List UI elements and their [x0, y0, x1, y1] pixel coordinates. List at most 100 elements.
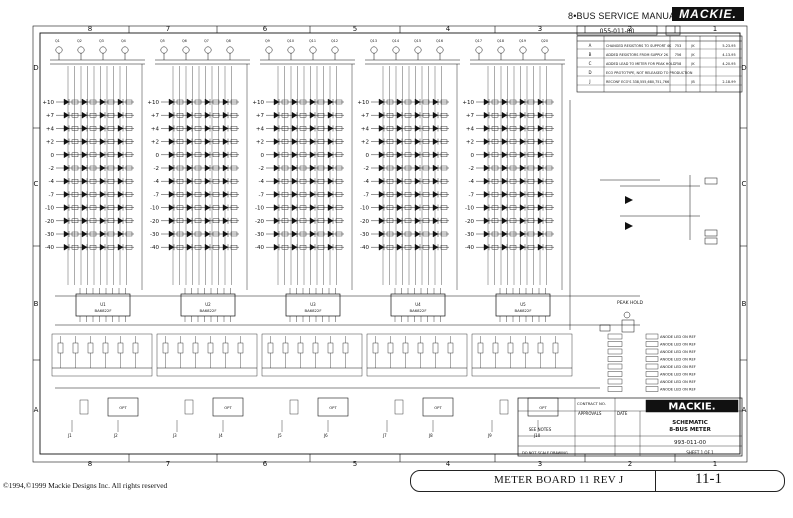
- led-symbol: [63, 177, 70, 185]
- resistor-symbol: [230, 112, 238, 118]
- resistor-symbol: [527, 99, 535, 105]
- rev-desc: RECONF ECO'S 338,555,680,751,766: [606, 80, 669, 84]
- resistor-symbol: [71, 192, 79, 197]
- peak-hold-switch-body: [621, 319, 635, 333]
- led-symbol: [273, 138, 280, 145]
- peak-hold-switch: [623, 311, 631, 319]
- led-scale-label: -10: [360, 206, 369, 212]
- led-symbol: [63, 164, 70, 172]
- resistor-symbol: [317, 99, 325, 105]
- input-jack: J6: [323, 433, 328, 438]
- resistor-symbol: [422, 231, 430, 237]
- led-symbol: [327, 151, 334, 159]
- resistor-symbol: [89, 99, 97, 105]
- rev-letter: B: [589, 52, 592, 57]
- led-symbol: [63, 204, 70, 211]
- resistor-symbol: [212, 165, 220, 171]
- resistor-symbol: [176, 178, 184, 184]
- resistor-symbol: [404, 218, 412, 224]
- resistor-symbol: [71, 152, 79, 158]
- led-symbol: [396, 217, 403, 225]
- led-note-box: [607, 333, 623, 340]
- resistor-symbol: [386, 244, 394, 250]
- connector: [599, 324, 611, 332]
- resistor-symbol: [404, 152, 412, 158]
- zone-label-top: 8: [88, 25, 92, 33]
- opto-ref: OPT: [539, 405, 547, 410]
- resistor-symbol: [447, 342, 454, 354]
- led-symbol: [537, 151, 544, 159]
- driver-ic: [495, 293, 551, 317]
- resistor-symbol: [192, 342, 199, 354]
- resistor-symbol: [281, 192, 289, 197]
- driver-ic-ref: U5: [520, 302, 526, 307]
- zone-label-top: 2: [628, 25, 632, 33]
- rev-desc: ECO PROTOTYPE, NOT RELEASED TO PRODUCTIO…: [606, 71, 693, 75]
- transistor-ref: Q12: [331, 39, 338, 43]
- resistor-symbol: [491, 231, 499, 237]
- resistor-symbol: [71, 112, 79, 118]
- transistor-symbol: [265, 46, 273, 54]
- resistor-symbol: [125, 231, 133, 237]
- resistor-symbol: [125, 165, 133, 171]
- output-connector: [704, 177, 718, 185]
- led-symbol: [117, 151, 124, 159]
- resistor-symbol: [417, 342, 424, 354]
- led-symbol: [432, 138, 439, 145]
- led-symbol: [309, 151, 316, 159]
- led-symbol: [273, 177, 280, 185]
- led-symbol: [483, 98, 490, 106]
- led-symbol: [414, 177, 421, 185]
- transistor-ref: Q19: [519, 39, 526, 43]
- led-scale-label: +10: [252, 100, 264, 106]
- resistor-symbol: [440, 99, 448, 105]
- led-symbol: [168, 243, 175, 251]
- transistor-symbol: [392, 46, 400, 54]
- led-symbol: [222, 138, 229, 145]
- resistor-symbol: [194, 139, 202, 144]
- resistor-symbol: [491, 178, 499, 184]
- led-symbol: [432, 151, 439, 159]
- channel-support-box: [366, 333, 468, 377]
- resistor-symbol: [71, 244, 79, 250]
- resistor-symbol: [194, 192, 202, 197]
- resistor-symbol: [176, 99, 184, 105]
- resistor-symbol: [281, 152, 289, 158]
- resistor-symbol: [89, 244, 97, 250]
- led-symbol: [273, 125, 280, 132]
- resistor-symbol: [386, 126, 394, 131]
- resistor-symbol: [71, 218, 79, 224]
- led-symbol: [378, 191, 385, 198]
- led-symbol: [414, 111, 421, 119]
- resistor-symbol: [386, 165, 394, 171]
- resistor-symbol: [107, 152, 115, 158]
- led-symbol: [483, 125, 490, 132]
- led-note-box: [645, 333, 659, 340]
- led-symbol: [222, 151, 229, 159]
- zone-label-bottom: 8: [88, 460, 92, 468]
- led-scale-label: +7: [256, 113, 265, 119]
- led-note-box: [645, 356, 659, 362]
- led-symbol: [99, 125, 106, 132]
- led-symbol: [396, 243, 403, 251]
- led-symbol: [432, 243, 439, 251]
- resistor-symbol: [491, 192, 499, 197]
- outer-border: [39, 32, 741, 455]
- resistor-symbol: [299, 99, 307, 105]
- resistor-symbol: [230, 205, 238, 210]
- led-symbol: [414, 243, 421, 251]
- resistor-symbol: [404, 112, 412, 118]
- resistor-symbol: [527, 192, 535, 197]
- resistor-symbol: [281, 244, 289, 250]
- opto-coupler: [317, 397, 349, 417]
- transistor-ref: Q6: [182, 39, 187, 43]
- tb-company: MACKIE.: [668, 402, 715, 413]
- led-symbol: [186, 230, 193, 238]
- led-symbol: [396, 204, 403, 211]
- led-note: ANODE LED ON REF: [660, 343, 696, 347]
- led-note-box: [607, 371, 623, 377]
- led-note: ANODE LED ON REF: [660, 380, 696, 384]
- led-scale-label: -40: [150, 245, 159, 251]
- zone-label-top: 3: [538, 25, 542, 33]
- resistor-symbol: [237, 342, 244, 354]
